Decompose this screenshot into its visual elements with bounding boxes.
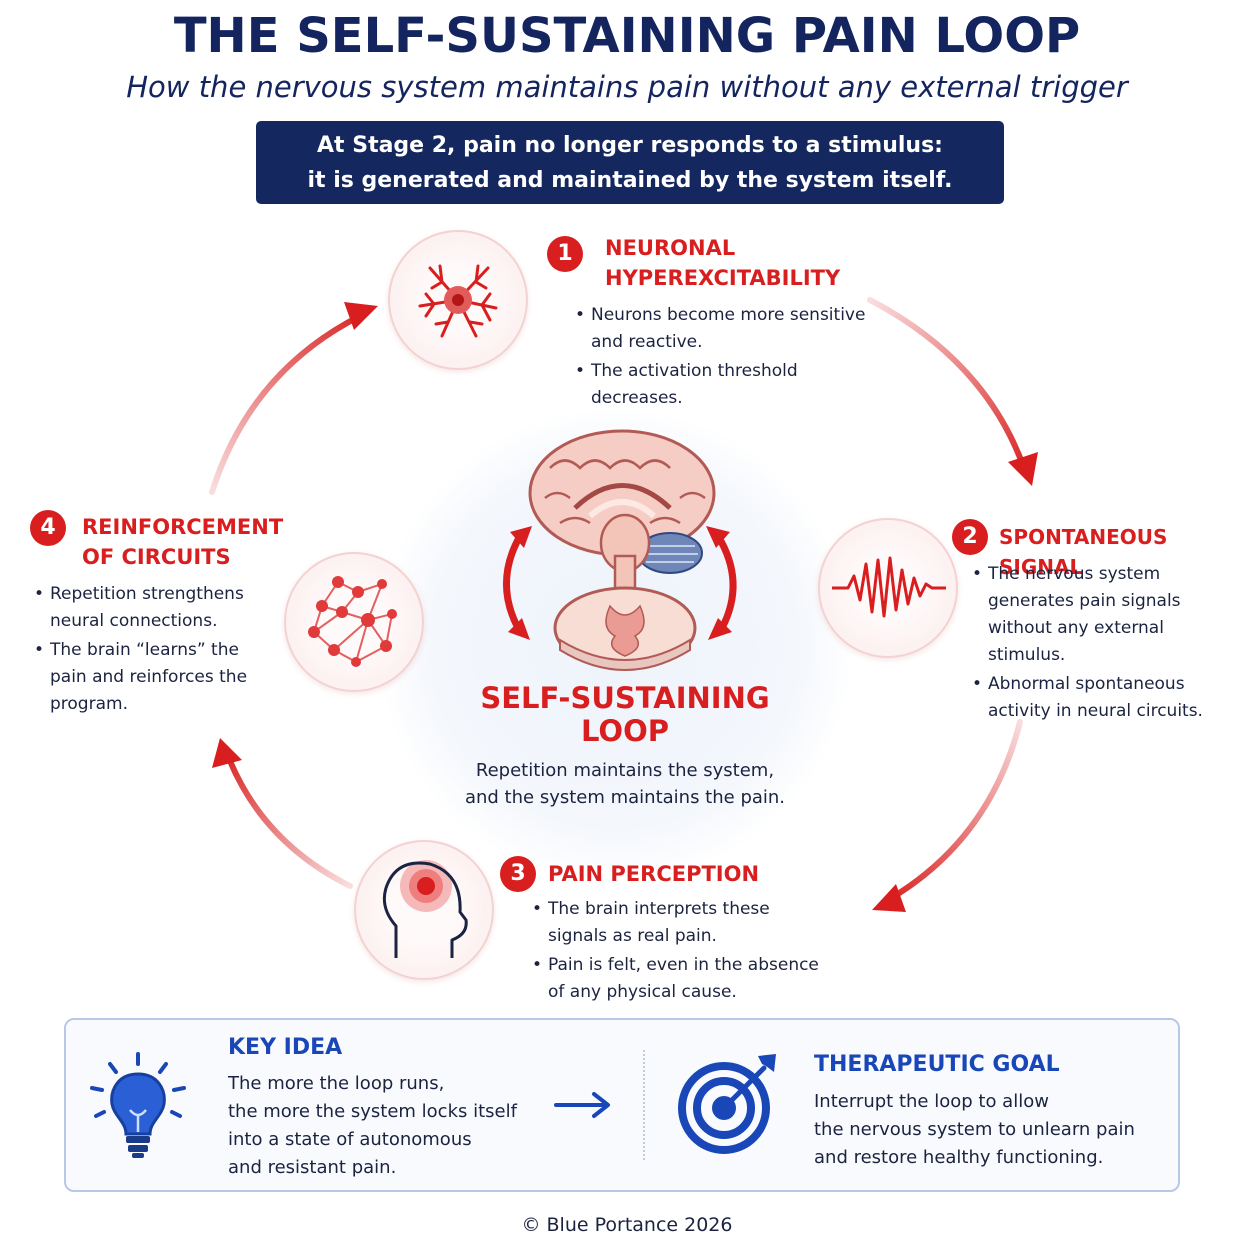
center-caption-line-2: and the system maintains the pain.: [464, 787, 786, 808]
arrow-head-2: [872, 884, 906, 912]
arrow-1-to-2: [867, 297, 1027, 471]
stage-3-bullet-2: Pain is felt, even in the absence of any…: [532, 952, 832, 1006]
arrow-right-icon: [554, 1092, 610, 1118]
corpus-callosum: [573, 483, 672, 510]
therapeutic-goal-heading: THERAPEUTIC GOAL: [814, 1052, 1060, 1077]
left-cycle-arrow-head-top: [510, 526, 532, 548]
spinal-cord-base: [559, 638, 691, 671]
center-caption-line-1: Repetition maintains the system,: [475, 760, 775, 781]
cerebellum-folds: [642, 545, 698, 563]
stage-2-number: 2: [952, 519, 988, 555]
left-cycle-arrow-head-bottom: [508, 618, 530, 640]
summary-box: [64, 1018, 1180, 1192]
banner-line-2: it is generated and maintained by the sy…: [307, 167, 953, 193]
lightbulb-icon: [90, 1052, 186, 1158]
signal-wave-icon: [832, 556, 946, 618]
stage-4-icon-circle: [284, 552, 424, 692]
therapeutic-goal-line-1: Interrupt the loop to allow: [814, 1091, 1049, 1112]
head-pain-icon: [382, 860, 468, 958]
stage-1-number: 1: [547, 236, 583, 272]
arrow-2-to-3: [885, 719, 1023, 903]
therapeutic-goal-text: Interrupt the loop to allow the nervous …: [814, 1088, 1164, 1172]
arrow-head-1: [1008, 452, 1038, 486]
arrow-3-to-4: [225, 753, 353, 889]
corpus-inner: [588, 499, 656, 519]
banner-line-1: At Stage 2, pain no longer responds to a…: [317, 132, 943, 158]
key-idea-line-1: The more the loop runs,: [228, 1073, 445, 1094]
stage-1-icon-circle: [388, 230, 528, 370]
key-idea-line-3: into a state of autonomous: [228, 1129, 472, 1150]
brain-spinal-illustration: [528, 429, 716, 671]
brain-gyri: [544, 459, 706, 525]
center-label-line-2: LOOP: [580, 714, 669, 748]
spinal-gray-matter: [605, 604, 645, 657]
stage-2-icon-circle: [818, 518, 958, 658]
stage-1-title: NEURONAL HYPEREXCITABILITY: [605, 233, 840, 293]
therapeutic-goal-line-3: and restore healthy functioning.: [814, 1147, 1104, 1168]
stage-2-bullet-1: The nervous system generates pain signal…: [972, 561, 1246, 669]
arrow-head-3: [212, 738, 242, 768]
right-cycle-arrow: [714, 534, 737, 630]
stage-1-title-line-1: NEURONAL: [605, 236, 736, 260]
key-idea-text: The more the loop runs, the more the sys…: [228, 1070, 548, 1182]
stage-2-bullet-2: Abnormal spontaneous activity in neural …: [972, 671, 1246, 725]
target-icon: [678, 1054, 776, 1154]
key-idea-line-4: and resistant pain.: [228, 1157, 397, 1178]
right-cycle-arrow-head-top: [706, 526, 730, 548]
arrow-head-4: [344, 302, 378, 330]
therapeutic-goal-line-2: the nervous system to unlearn pain: [814, 1119, 1135, 1140]
stage-4-bullet-1: Repetition strengthens neural connection…: [34, 581, 274, 635]
stage-3-title: PAIN PERCEPTION: [548, 862, 760, 886]
stage-3-bullet-1: The brain interprets these signals as re…: [532, 896, 832, 950]
stage-banner: At Stage 2, pain no longer responds to a…: [256, 121, 1004, 204]
stage-1-bullet-2: The activation threshold decreases.: [575, 358, 875, 412]
stage-1-bullet-1: Neurons become more sensitive and reacti…: [575, 302, 875, 356]
stage-4-title-line-1: REINFORCEMENT: [82, 515, 284, 539]
stage-4-bullets: Repetition strengthens neural connection…: [34, 581, 274, 720]
summary-divider: [643, 1050, 645, 1160]
stage-3-icon-circle: [354, 840, 494, 980]
right-cycle-arrow-head-bottom: [708, 618, 732, 640]
network-icon: [308, 576, 397, 667]
stage-3-number: 3: [500, 856, 536, 892]
stage-4-bullet-2: The brain “learns” the pain and reinforc…: [34, 637, 274, 718]
stage-4-title-line-2: OF CIRCUITS: [82, 545, 231, 569]
neuron-icon: [418, 264, 498, 338]
stage-2-bullets: The nervous system generates pain signal…: [972, 561, 1246, 727]
stage-4-title: REINFORCEMENT OF CIRCUITS: [82, 512, 283, 572]
stage-3-bullets: The brain interprets these signals as re…: [532, 896, 832, 1008]
page-subtitle: How the nervous system maintains pain wi…: [126, 70, 1128, 104]
center-label-line-1: SELF-SUSTAINING: [480, 681, 770, 715]
center-label: SELF-SUSTAINING LOOP: [440, 682, 810, 748]
footer-copyright: © Blue Portance 2026: [521, 1214, 733, 1236]
stage-4-number: 4: [30, 510, 66, 546]
brain-cycle-arrows: [503, 526, 737, 640]
page-title: THE SELF-SUSTAINING PAIN LOOP: [173, 8, 1081, 64]
key-idea-heading: KEY IDEA: [228, 1035, 343, 1060]
stage-1-bullets: Neurons become more sensitive and reacti…: [575, 302, 875, 414]
stage-1-title-line-2: HYPEREXCITABILITY: [605, 266, 841, 290]
arrow-4-to-1: [209, 313, 363, 495]
center-caption: Repetition maintains the system, and the…: [420, 757, 830, 811]
key-idea-line-2: the more the system locks itself: [228, 1101, 517, 1122]
left-cycle-arrow: [503, 534, 524, 630]
